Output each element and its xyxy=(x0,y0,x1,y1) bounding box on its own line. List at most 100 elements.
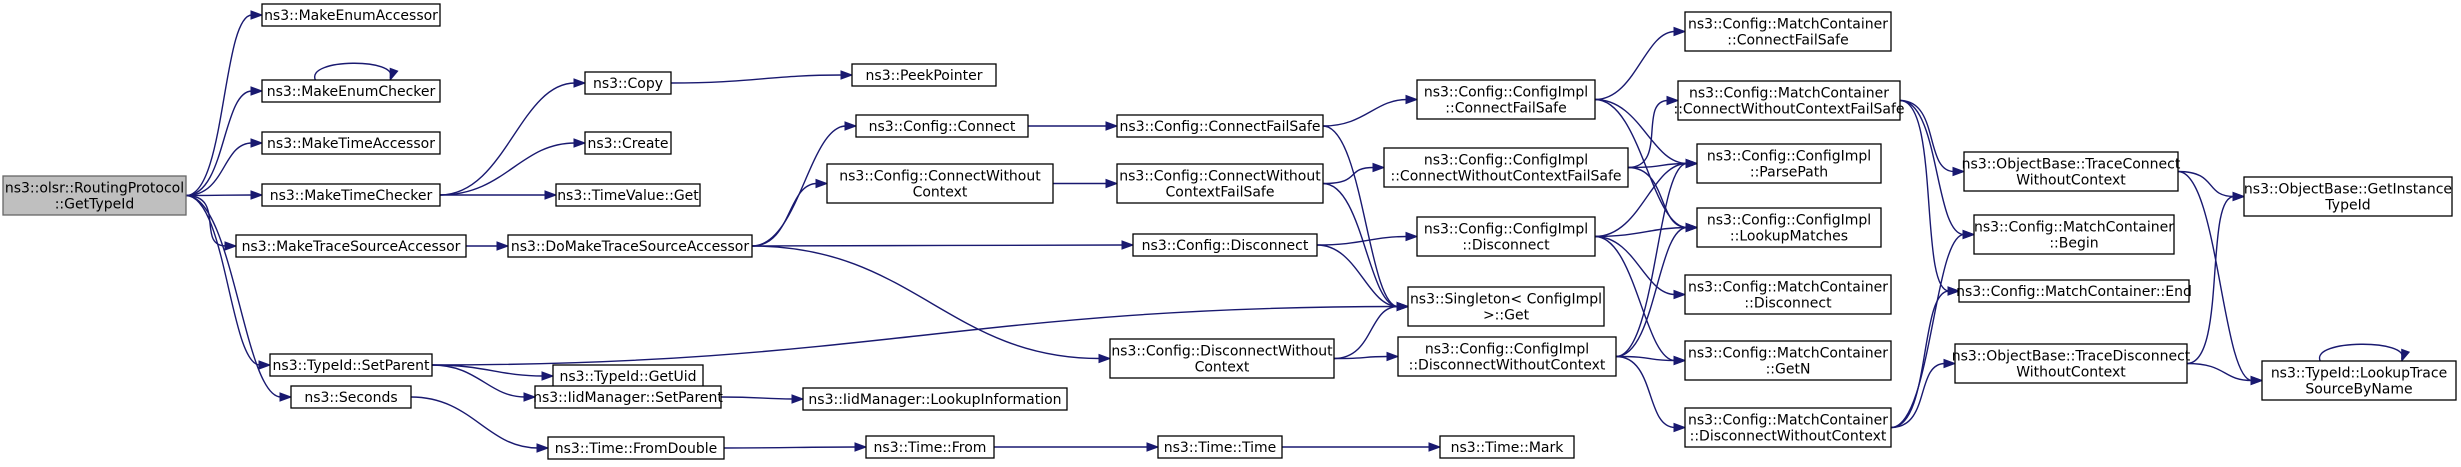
node-label: ns3::Config::Disconnect xyxy=(1142,238,1309,254)
edge-impl_disconnect_without_context-to-impl_lookup_matches xyxy=(1615,222,1699,358)
node-label: ns3::Copy xyxy=(593,76,663,92)
node-mc-begin[interactable]: ns3::Config::MatchContainer::Begin xyxy=(1973,214,2175,255)
edge-typeid_set_parent-to-iidmanager_set_parent xyxy=(431,364,537,402)
node-label: ns3::Create xyxy=(587,136,668,152)
node-timevalue-get[interactable]: ns3::TimeValue::Get xyxy=(555,183,701,207)
node-ob-trace-connect-without-context[interactable]: ns3::ObjectBase::TraceConnectWithoutCont… xyxy=(1962,151,2181,192)
node-config-connect-failsafe[interactable]: ns3::Config::ConnectFailSafe xyxy=(1116,114,1324,138)
node-label: Context xyxy=(1195,360,1250,376)
node-peek-pointer[interactable]: ns3::PeekPointer xyxy=(851,63,997,87)
node-do-make-trace-source-accessor[interactable]: ns3::DoMakeTraceSourceAccessor xyxy=(507,234,753,258)
node-label: ns3::MakeEnumChecker xyxy=(267,84,436,100)
edge-do_make_trace_source_accessor-to-config_connect xyxy=(751,121,858,247)
node-label: ns3::MakeTimeChecker xyxy=(270,188,433,204)
node-box xyxy=(584,71,672,95)
node-label: ns3::Seconds xyxy=(304,390,397,406)
node-mc-disconnect-without-context[interactable]: ns3::Config::MatchContainer::DisconnectW… xyxy=(1684,407,1892,448)
node-box xyxy=(235,234,467,258)
node-time-mark[interactable]: ns3::Time::Mark xyxy=(1439,435,1575,459)
node-config-disconnect[interactable]: ns3::Config::Disconnect xyxy=(1132,233,1318,257)
node-label: ns3::Config::ConfigImpl xyxy=(1707,149,1871,165)
node-label: ns3::Config::MatchContainer xyxy=(1688,280,1888,296)
node-label: ns3::olsr::RoutingProtocol xyxy=(5,181,184,197)
node-label: ::LookupMatches xyxy=(1730,229,1848,245)
node-label: ns3::TypeId::LookupTrace xyxy=(2271,366,2447,382)
node-time-from-double[interactable]: ns3::Time::FromDouble xyxy=(547,436,725,460)
call-graph-edges xyxy=(185,10,2411,453)
node-config-connect-without-context[interactable]: ns3::Config::ConnectWithoutContext xyxy=(826,163,1054,204)
node-impl-connect-failsafe[interactable]: ns3::Config::ConfigImpl::ConnectFailSafe xyxy=(1416,79,1596,120)
node-make-enum-checker[interactable]: ns3::MakeEnumChecker xyxy=(261,79,441,103)
node-label: ns3::Config::ConnectWithout xyxy=(839,169,1041,185)
node-label: ns3::Config::DisconnectWithout xyxy=(1111,344,1333,360)
node-impl-lookup-matches[interactable]: ns3::Config::ConfigImpl::LookupMatches xyxy=(1696,207,1882,248)
edge-config_connect_without_context-to-config_connect_without_context_failsafe xyxy=(1053,178,1119,189)
node-box xyxy=(802,387,1068,411)
edge-impl_connect_failsafe-to-mc_connect_failsafe xyxy=(1594,26,1687,101)
node-label: ::ParsePath xyxy=(1750,165,1828,181)
node-impl-connect-without-context-failsafe[interactable]: ns3::Config::ConfigImpl::ConnectWithoutC… xyxy=(1383,147,1629,188)
node-box xyxy=(1132,233,1318,257)
node-box xyxy=(851,63,997,87)
node-make-time-accessor[interactable]: ns3::MakeTimeAccessor xyxy=(261,131,441,155)
node-time-time[interactable]: ns3::Time::Time xyxy=(1157,435,1283,459)
edge-do_make_trace_source_accessor-to-config_disconnect_without_context xyxy=(751,245,1112,364)
node-label: ns3::Config::MatchContainer xyxy=(1974,220,2174,236)
node-mc-connect-failsafe[interactable]: ns3::Config::MatchContainer::ConnectFail… xyxy=(1684,11,1892,52)
node-iidmanager-lookup-information[interactable]: ns3::IidManager::LookupInformation xyxy=(802,387,1068,411)
call-graph-nodes: ns3::olsr::RoutingProtocol::GetTypeIdns3… xyxy=(2,3,2457,460)
edge-make_time_checker-to-copy xyxy=(439,78,587,196)
edge-impl_disconnect_without_context-to-mc_get_n xyxy=(1615,355,1687,366)
node-label: ns3::IidManager::LookupInformation xyxy=(808,392,1061,408)
edge-config_connect_without_context_failsafe-to-singleton_get xyxy=(1322,182,1410,312)
node-box xyxy=(261,131,441,155)
node-box xyxy=(1116,163,1324,204)
node-box xyxy=(1109,338,1335,379)
node-root[interactable]: ns3::olsr::RoutingProtocol::GetTypeId xyxy=(2,175,187,216)
node-label: ns3::Config::ConfigImpl xyxy=(1425,342,1589,358)
node-time-from[interactable]: ns3::Time::From xyxy=(865,435,995,459)
node-label: SourceByName xyxy=(2305,382,2412,398)
node-label: ns3::Config::ConfigImpl xyxy=(1707,213,1871,229)
node-box xyxy=(1973,214,2175,255)
node-label: ::DisconnectWithoutContext xyxy=(1409,358,1606,374)
edge-impl_disconnect_without_context-to-impl_parse_path xyxy=(1615,158,1699,358)
node-impl-disconnect[interactable]: ns3::Config::ConfigImpl::Disconnect xyxy=(1416,216,1596,257)
edge-seconds-to-time_from_double xyxy=(410,396,550,453)
node-label: ns3::Config::Connect xyxy=(869,119,1016,135)
node-iidmanager-set-parent[interactable]: ns3::IidManager::SetParent xyxy=(533,385,723,409)
node-label: ns3::Config::MatchContainer xyxy=(1688,346,1888,362)
node-make-time-checker[interactable]: ns3::MakeTimeChecker xyxy=(261,183,441,207)
node-config-connect-without-context-failsafe[interactable]: ns3::Config::ConnectWithoutContextFailSa… xyxy=(1116,163,1324,204)
node-mc-get-n[interactable]: ns3::Config::MatchContainer::GetN xyxy=(1684,340,1892,381)
node-box xyxy=(555,183,701,207)
node-box xyxy=(2243,176,2453,217)
node-typeid-get-uid[interactable]: ns3::TypeId::GetUid xyxy=(552,364,704,388)
node-config-disconnect-without-context[interactable]: ns3::Config::DisconnectWithoutContext xyxy=(1109,338,1335,379)
node-mc-disconnect[interactable]: ns3::Config::MatchContainer::Disconnect xyxy=(1684,274,1892,315)
node-impl-disconnect-without-context[interactable]: ns3::Config::ConfigImpl::DisconnectWitho… xyxy=(1397,336,1617,377)
edge-make_trace_source_accessor-to-do_make_trace_source_accessor xyxy=(465,241,510,251)
node-impl-parse-path[interactable]: ns3::Config::ConfigImpl::ParsePath xyxy=(1696,143,1882,184)
node-mc-connect-without-context-failsafe[interactable]: ns3::Config::MatchContainer::ConnectWith… xyxy=(1673,80,1905,121)
node-mc-end[interactable]: ns3::Config::MatchContainer::End xyxy=(1956,279,2192,303)
node-make-trace-source-accessor[interactable]: ns3::MakeTraceSourceAccessor xyxy=(235,234,467,258)
node-make-enum-accessor[interactable]: ns3::MakeEnumAccessor xyxy=(261,3,441,27)
node-seconds[interactable]: ns3::Seconds xyxy=(290,385,412,409)
node-ob-trace-disconnect-without-context[interactable]: ns3::ObjectBase::TraceDisconnectWithoutC… xyxy=(1952,343,2191,384)
edge-mc_connect_without_context_failsafe-to-ob_trace_connect_without_context xyxy=(1899,99,1966,177)
node-box xyxy=(1439,435,1575,459)
node-label: ns3::ObjectBase::TraceDisconnect xyxy=(1952,349,2191,365)
edge-time_from_double-to-time_from xyxy=(723,442,868,452)
node-box xyxy=(269,353,433,377)
node-singleton-get[interactable]: ns3::Singleton< ConfigImpl >::Get xyxy=(1407,286,1605,327)
node-copy[interactable]: ns3::Copy xyxy=(584,71,672,95)
edge-root-to-typeid_set_parent xyxy=(185,194,272,370)
node-label: ::Begin xyxy=(2049,236,2098,252)
node-typeid-set-parent[interactable]: ns3::TypeId::SetParent xyxy=(269,353,433,377)
node-create[interactable]: ns3::Create xyxy=(584,131,672,155)
node-label: ns3::Config::MatchContainer xyxy=(1689,86,1889,102)
node-config-connect[interactable]: ns3::Config::Connect xyxy=(855,114,1029,138)
